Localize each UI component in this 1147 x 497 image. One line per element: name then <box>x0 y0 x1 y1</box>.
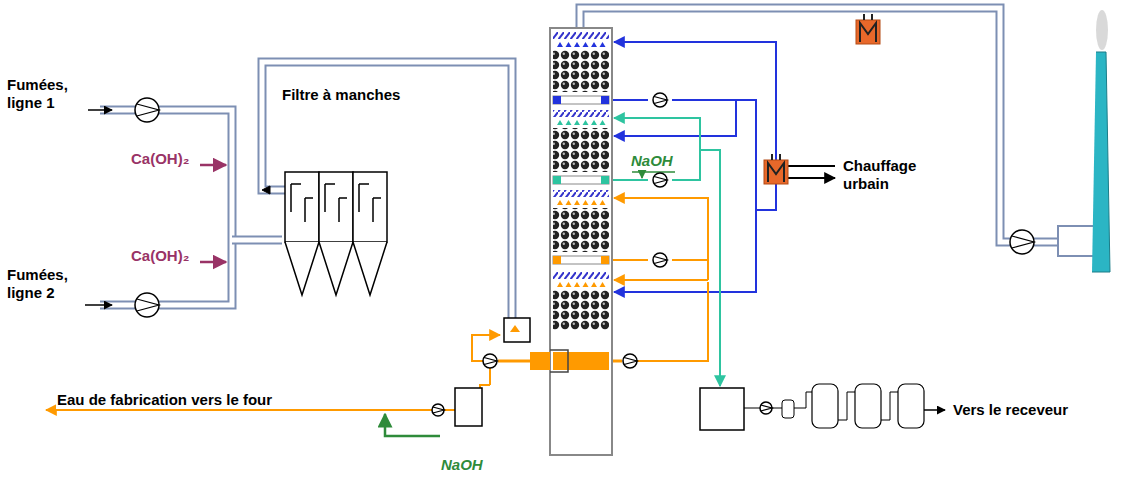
heat-exchanger <box>764 154 788 184</box>
bag-filter <box>262 172 387 295</box>
filter-unit: Filtre à manches <box>282 86 416 298</box>
water-tank <box>455 388 482 426</box>
duct-inner <box>262 62 512 322</box>
outlet-label: Eau de fabrication vers le four <box>56 391 273 409</box>
flow-line <box>700 150 720 386</box>
liquid-lines <box>46 42 945 436</box>
inlet-label: Fumées, ligne 2 <box>6 266 88 302</box>
flow-line <box>924 409 945 411</box>
pump-symbol <box>135 98 159 122</box>
reagent-label: NaOH <box>630 152 674 170</box>
flow-line <box>200 261 226 264</box>
flow-line <box>637 282 708 361</box>
flow-line <box>756 184 776 210</box>
flue-duct <box>100 8 1085 322</box>
duct-outline <box>580 8 1085 242</box>
flow-line <box>641 172 643 178</box>
treatment-column <box>855 384 881 428</box>
quench-box <box>504 318 530 342</box>
reagent-label: Ca(OH)₂ <box>130 150 190 168</box>
flow-line <box>707 260 709 280</box>
cartridge-filter <box>782 400 794 418</box>
pump-symbol <box>623 354 637 368</box>
quench-spray <box>510 325 520 332</box>
flow-line <box>385 414 440 436</box>
duct-outline <box>100 110 232 305</box>
pump-symbol <box>653 173 667 187</box>
flow-line <box>788 177 835 179</box>
flow-line <box>489 368 491 385</box>
outlet-label: Chauffage urbain <box>842 157 954 193</box>
duct-inner <box>100 110 232 305</box>
flow-line <box>614 118 700 180</box>
duct-outline <box>232 236 282 245</box>
reagent-label: NaOH <box>440 456 484 474</box>
outlet-label: Vers le receveur <box>952 401 1069 419</box>
flow-line <box>794 392 812 408</box>
flow-line <box>612 179 648 181</box>
flow-line <box>744 408 760 409</box>
flow-line <box>632 171 675 173</box>
flow-line <box>881 392 898 420</box>
pump-symbol <box>432 404 444 416</box>
equipment <box>135 10 1110 455</box>
unit-name: Filtre à manches <box>282 86 416 103</box>
flow-line <box>838 392 855 420</box>
flow-line <box>614 198 708 260</box>
collection-tank <box>700 388 744 430</box>
pump-symbol <box>653 93 667 107</box>
reagent-label: Ca(OH)₂ <box>130 247 190 265</box>
pump-symbol <box>760 402 772 414</box>
treatment-column <box>812 384 838 428</box>
pump-symbol <box>135 293 159 317</box>
chimney <box>1058 10 1110 272</box>
heat-exchanger <box>856 14 880 44</box>
flow-line <box>85 109 112 111</box>
scrubber-tower <box>530 28 612 455</box>
flow-line <box>788 165 835 167</box>
duct-inner <box>580 8 1085 242</box>
flow-line <box>612 99 648 101</box>
treatment-column <box>898 384 924 428</box>
inlet-label: Fumées, ligne 1 <box>6 76 88 112</box>
flow-line <box>85 304 112 306</box>
pump-symbol <box>483 354 497 368</box>
pump-symbol <box>1010 230 1034 254</box>
flow-line <box>46 409 432 411</box>
flow-line <box>614 279 708 281</box>
duct-inner <box>232 238 282 243</box>
flow-line <box>614 100 756 292</box>
flow-line <box>612 259 648 261</box>
flow-line <box>200 164 226 167</box>
duct-outline <box>262 62 512 322</box>
pump-symbol <box>653 253 667 267</box>
flow-line <box>498 360 530 363</box>
